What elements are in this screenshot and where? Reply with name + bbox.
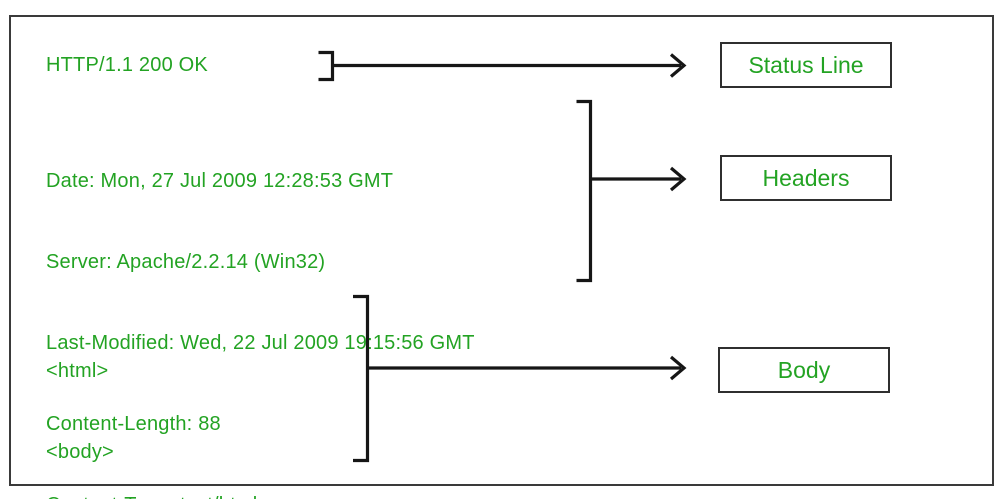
header-line: Content-Length: 88: [46, 413, 221, 435]
body-line: <html>: [46, 360, 109, 382]
body-label: Body: [777, 356, 831, 383]
body-text-block: <html> <body> <h1>Hello, World!</h1> </b…: [46, 304, 261, 499]
headers-label-box: Headers: [720, 155, 892, 201]
status-line-text: HTTP/1.1 200 OK: [46, 54, 208, 76]
body-line: <body>: [46, 441, 114, 463]
headers-text-block: Date: Mon, 27 Jul 2009 12:28:53 GMT Serv…: [46, 114, 475, 499]
header-line: Server: Apache/2.2.14 (Win32): [46, 251, 326, 273]
status-line-label-box: Status Line: [720, 42, 892, 88]
status-line-label: Status Line: [748, 51, 864, 78]
header-line: Content-Type: text/html: [46, 492, 475, 499]
body-label-box: Body: [718, 347, 890, 393]
header-line: Last-Modified: Wed, 22 Jul 2009 19:15:56…: [46, 332, 475, 354]
header-line: Date: Mon, 27 Jul 2009 12:28:53 GMT: [46, 170, 394, 192]
diagram-border: [9, 15, 994, 486]
headers-label: Headers: [762, 164, 850, 191]
